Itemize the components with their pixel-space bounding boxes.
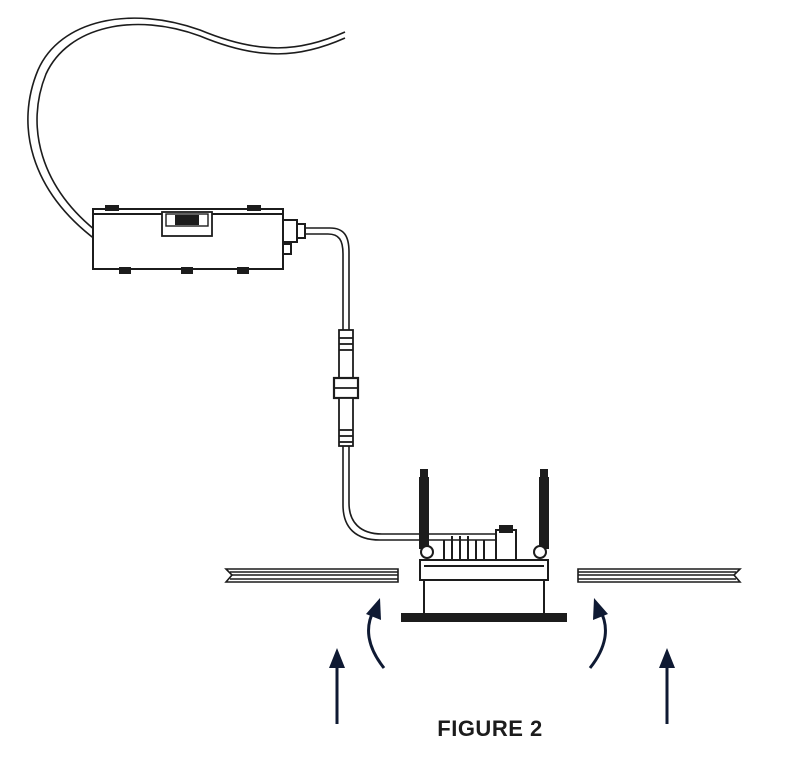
supply-cable bbox=[27, 17, 346, 241]
downlight-fixture bbox=[401, 469, 567, 622]
ceiling-board bbox=[224, 568, 742, 583]
inline-connector bbox=[332, 329, 360, 447]
driver-box bbox=[92, 205, 306, 274]
output-cable bbox=[305, 227, 350, 330]
insertion-arrows bbox=[329, 598, 675, 724]
fixture-cable bbox=[342, 446, 505, 541]
figure-caption: FIGURE 2 bbox=[437, 716, 543, 741]
